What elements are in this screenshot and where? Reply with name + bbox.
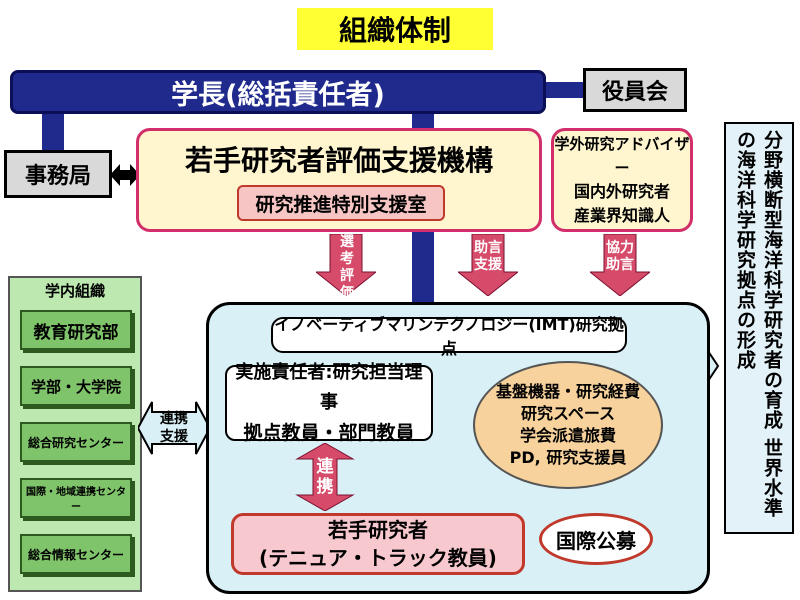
inner-link-label-1: 連 [316,457,334,477]
inner-link-label-2: 携 [316,477,334,497]
office-box: 事務局 [4,150,112,198]
imt-research-hub: イノベーティブマリンテクノロジー(IMT)研究拠点 実施責任者:研究担当理事 拠… [206,302,710,594]
exec-line-1: 実施責任者:研究担当理事 [235,362,423,413]
president-label: 学長(総括責任者) [171,79,385,111]
campus-item: 国際・地域連携センター [20,478,132,518]
arrow-label-2: 支援 [474,257,502,273]
down-arrow-icon [590,234,650,296]
executive-box: 実施責任者:研究担当理事 拠点教員・部門教員 [225,362,433,444]
goal-text: 分野横断型海洋科学研究者の育成 世界水準の海洋科学研究拠点の形成 [724,122,794,534]
resource-item: PD, 研究支援員 [509,448,627,467]
board-label: 役員会 [601,80,668,105]
connector-president-office [42,112,64,154]
campus-item: 学部・大学院 [20,366,132,406]
office-label: 事務局 [24,164,91,189]
double-arrow-icon [138,401,210,455]
campus-organizations: 学内組織 教育研究部 学部・大学院 総合研究センター 国際・地域連携センター 総… [8,276,142,592]
campus-hub-link: 連携 支援 [138,392,210,464]
resource-item: 研究スペース [520,404,616,423]
down-arrow-icon [458,234,518,296]
president-box: 学長(総括責任者) [10,70,546,114]
arrow-advice-support: 助言 支援 [458,234,518,296]
arrow-label-1: 助言 [474,240,502,256]
advisor-line-1: 国内外研究者 [573,182,670,201]
advisor-line-2: 産業界知識人 [573,206,670,225]
external-advisor-box: 学外研究アドバイザー 国内外研究者 産業界知識人 [551,128,693,232]
org-sub-office: 研究推進特別支援室 [237,185,445,221]
arrow-label-1: 選考 [340,234,354,267]
campus-item: 教育研究部 [20,310,132,350]
link-label-2: 支援 [160,429,188,445]
arrow-cooperation-advice: 協力 助言 [590,234,650,296]
advisor-title: 学外研究アドバイザー [554,135,690,177]
connector-board [544,82,586,98]
campus-item: 総合研究センター [20,422,132,462]
vertical-double-arrow-icon [295,443,355,511]
hub-title: イノベーティブマリンテクノロジー(IMT)研究拠点 [271,315,627,358]
diagram-title: 組織体制 [297,8,493,50]
evaluation-support-org: 若手研究者評価支援機構 研究推進特別支援室 [136,128,542,232]
young-line-2: (テニュア・トラック教員) [259,546,497,570]
inner-link-arrow: 連 携 [295,443,355,511]
resource-item: 学会派遣旅費 [519,426,616,445]
arrow-label-1: 協力 [606,240,634,256]
resource-item: 基盤機器・研究経費 [495,382,640,401]
resources-ellipse: 基盤機器・研究経費 研究スペース 学会派遣旅費 PD, 研究支援員 [473,361,663,489]
board-box: 役員会 [583,68,687,112]
link-label-1: 連携 [160,411,188,427]
arrow-label-2: 助言 [606,257,634,273]
arrow-selection-evaluation: 選考 評価 審査 [316,234,376,335]
campus-item: 総合情報センター [20,534,132,574]
international-recruitment: 国際公募 [539,513,653,565]
org-title: 若手研究者評価支援機構 [184,144,493,177]
campus-title: 学内組織 [44,282,105,300]
young-researcher-box: 若手研究者 (テニュア・トラック教員) [231,513,525,575]
down-arrow-icon [316,234,376,296]
exec-line-2: 拠点教員・部門教員 [243,422,415,444]
young-line-1: 若手研究者 [328,518,428,542]
arrow-label-2: 評価 [340,268,354,301]
office-org-double-arrow-icon [110,164,140,186]
